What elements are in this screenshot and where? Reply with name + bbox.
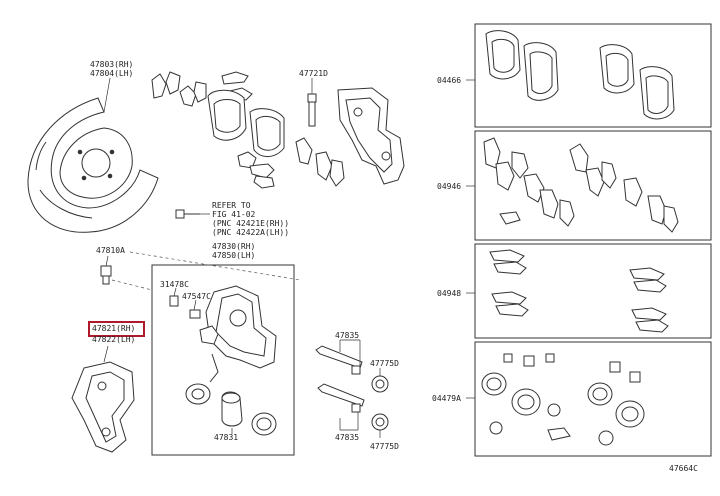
label-47850[interactable]: 47850(LH): [212, 251, 256, 260]
caliper-mounting-47821[interactable]: [71, 361, 135, 453]
brake-pads-center[interactable]: [207, 89, 285, 157]
piston-and-seals[interactable]: [185, 383, 277, 436]
label-47804[interactable]: 47804(LH): [90, 69, 134, 78]
label-kit-04948[interactable]: 04948: [437, 289, 462, 298]
label-47821[interactable]: 47821(RH): [92, 324, 136, 333]
caliper-mounting-bracket[interactable]: [337, 87, 405, 185]
label-47830[interactable]: 47830(RH): [212, 242, 256, 251]
kit-box-04946[interactable]: [474, 130, 712, 241]
label-47835-top[interactable]: 47835: [335, 331, 360, 340]
bolt-47721d[interactable]: [307, 93, 317, 127]
pad-clips[interactable]: [237, 137, 345, 189]
bolt-47810a[interactable]: [100, 265, 112, 285]
pin-boots[interactable]: [371, 375, 389, 431]
refer-note-line-2: FIG 41-02: [212, 210, 256, 219]
caliper-assembly-box[interactable]: [151, 264, 295, 456]
label-47775d-bottom[interactable]: 47775D: [370, 442, 399, 451]
label-47810a[interactable]: 47810A: [96, 246, 125, 255]
label-47775d-top[interactable]: 47775D: [370, 359, 399, 368]
highlighted-part-frame: [88, 321, 145, 337]
label-kit-04946[interactable]: 04946: [437, 182, 462, 191]
kit-box-04948[interactable]: [474, 243, 712, 339]
label-47822[interactable]: 47822(LH): [92, 335, 136, 344]
kit-box-04479a[interactable]: [474, 341, 712, 457]
refer-note-line-3: (PNC 42421E(RH)): [212, 219, 290, 228]
caliper-body[interactable]: [199, 285, 277, 383]
label-47803[interactable]: 47803(RH): [90, 60, 134, 69]
label-47547c[interactable]: 47547C: [182, 292, 211, 301]
label-31478c[interactable]: 31478C: [160, 280, 189, 289]
refer-note-line-1: REFER TO: [212, 201, 251, 210]
diagram-code: 47664C: [669, 464, 698, 473]
shield-bolt[interactable]: [175, 209, 200, 219]
label-kit-04466[interactable]: 04466: [437, 76, 462, 85]
kit-04948-clips[interactable]: [489, 249, 669, 333]
label-47831[interactable]: 47831: [214, 433, 239, 442]
kit-04479a-seals[interactable]: [481, 353, 645, 446]
kit-04466-pads[interactable]: [485, 30, 675, 120]
kit-04946-shims[interactable]: [483, 137, 679, 233]
label-47721d[interactable]: 47721D: [299, 69, 328, 78]
slide-pins[interactable]: [315, 345, 365, 413]
dust-shield[interactable]: [27, 97, 159, 233]
label-kit-04479a[interactable]: 04479A: [432, 394, 461, 403]
refer-note-line-4: (PNC 42422A(LH)): [212, 228, 290, 237]
label-47835-bottom[interactable]: 47835: [335, 433, 360, 442]
kit-box-04466[interactable]: [474, 23, 712, 128]
